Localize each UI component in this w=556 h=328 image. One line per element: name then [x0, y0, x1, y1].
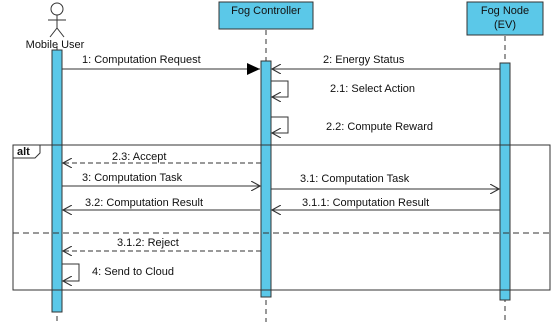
- message-arrow-4: [62, 263, 80, 281]
- message-label-3-1-2: 3.1.2: Reject: [117, 237, 179, 249]
- message-label-3-1-1: 3.1.1: Computation Result: [302, 197, 429, 209]
- message-arrow-2-1: [271, 80, 289, 97]
- alt-fragment: [12, 144, 551, 291]
- fog-controller-header: [218, 1, 314, 30]
- alt-operator-label: alt: [17, 146, 30, 158]
- activation-fog-node: [499, 62, 511, 301]
- message-label-3-1: 3.1: Computation Task: [300, 173, 410, 185]
- message-label-2-3: 2.3: Accept: [112, 151, 166, 163]
- fog-controller-label: Fog Controller: [231, 5, 301, 17]
- activation-mobile-user: [51, 49, 63, 313]
- message-label-2: 2: Energy Status: [323, 54, 405, 66]
- message-label-1: 1: Computation Request: [82, 54, 201, 66]
- alt-tag-box: [12, 144, 41, 159]
- mobile-user-actor-icon: [48, 2, 66, 38]
- activation-fog-controller: [260, 60, 272, 298]
- mobile-user-label: Mobile User: [26, 39, 85, 51]
- fog-node-label-line1: Fog Node: [481, 5, 529, 17]
- message-arrow-2-2: [271, 116, 289, 133]
- message-label-3-2: 3.2: Computation Result: [85, 197, 203, 209]
- message-label-4: 4: Send to Cloud: [92, 266, 174, 278]
- fog-node-header: [466, 1, 544, 36]
- fog-node-label-line2: (EV): [494, 19, 516, 31]
- message-label-3: 3: Computation Task: [82, 172, 183, 184]
- message-label-2-2: 2.2: Compute Reward: [326, 121, 433, 133]
- message-label-2-1: 2.1: Select Action: [330, 83, 415, 95]
